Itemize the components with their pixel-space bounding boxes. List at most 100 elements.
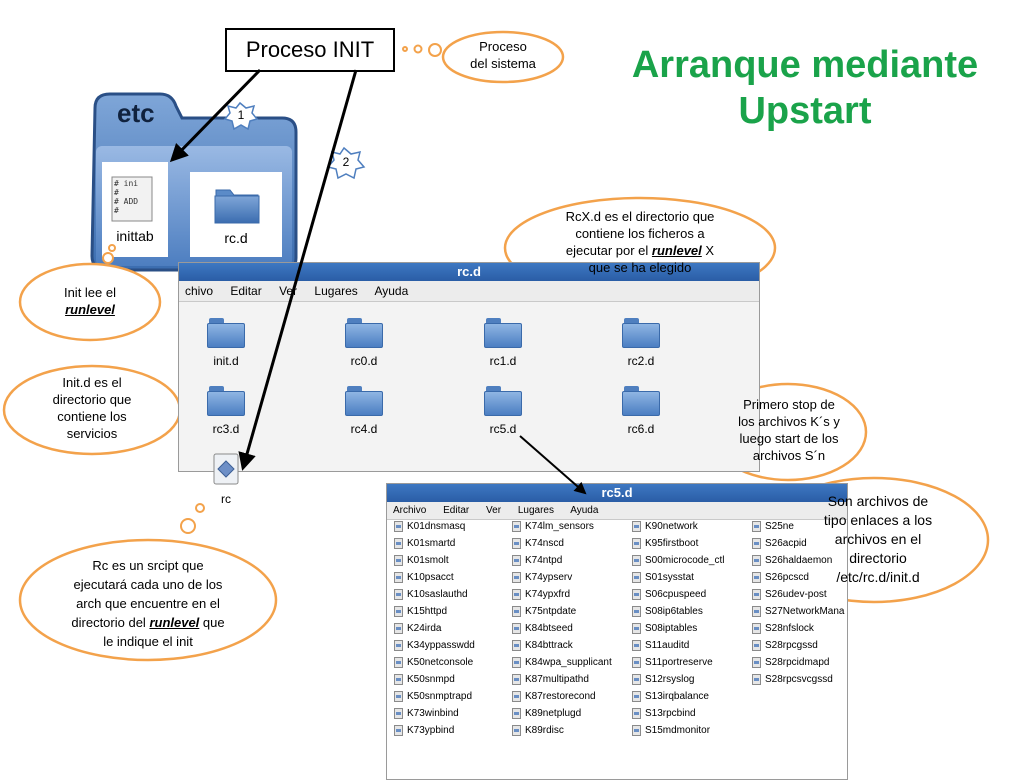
file-link-icon xyxy=(512,724,521,736)
menu-ayuda[interactable]: Ayuda xyxy=(374,284,409,298)
runlevel-emphasis: runlevel xyxy=(65,302,115,317)
inittab-label: inittab xyxy=(116,228,154,244)
rc5d-file-item[interactable]: K73winbind xyxy=(394,707,459,721)
rc5d-file-item[interactable]: S12rsyslog xyxy=(632,673,694,687)
rc5d-file-item[interactable]: S28rpcgssd xyxy=(752,639,818,653)
cloud-init-lee xyxy=(18,244,162,342)
rc5d-file-item[interactable]: K50snmpd xyxy=(394,673,455,687)
folder-label: rc1.d xyxy=(489,354,517,368)
rc5d-file-item[interactable]: S28nfslock xyxy=(752,622,814,636)
rc5d-file-item[interactable]: K01smartd xyxy=(394,537,455,551)
rc5d-file-item[interactable]: K84wpa_supplicant xyxy=(512,656,612,670)
file-link-icon xyxy=(752,673,761,685)
file-link-icon xyxy=(632,520,641,532)
rc5d-file-label: S00microcode_ctl xyxy=(645,555,725,566)
title-line-2: Upstart xyxy=(738,90,872,132)
cloud-line: que se ha elegido xyxy=(588,260,692,275)
menu-ver[interactable]: Ver xyxy=(486,505,502,516)
menu-archivo[interactable]: chivo xyxy=(185,284,214,298)
folder-rc0d[interactable]: rc0.d xyxy=(324,318,404,368)
rc5d-file-item[interactable]: K74lm_sensors xyxy=(512,520,594,534)
file-link-icon xyxy=(512,588,521,600)
cloud-line: luego start de los xyxy=(739,431,839,446)
menu-editar[interactable]: Editar xyxy=(443,505,470,516)
rc5d-file-item[interactable]: K84bttrack xyxy=(512,639,573,653)
rc5d-file-item[interactable]: K87restorecond xyxy=(512,690,596,704)
rc5d-file-item[interactable]: K73ypbind xyxy=(394,724,454,738)
rc5d-file-item[interactable]: S26acpid xyxy=(752,537,807,551)
rc5d-file-item[interactable]: S26pcscd xyxy=(752,571,809,585)
rc5d-file-item[interactable]: K74ypserv xyxy=(512,571,572,585)
script-file-icon xyxy=(213,453,239,485)
rc5d-file-item[interactable]: S13irqbalance xyxy=(632,690,709,704)
rc5d-file-item[interactable]: K50netconsole xyxy=(394,656,473,670)
file-link-icon xyxy=(512,622,521,634)
rc5d-file-item[interactable]: K89netplugd xyxy=(512,707,581,721)
cloud-span: X xyxy=(701,243,715,258)
rc5d-file-label: S28rpcidmapd xyxy=(765,657,830,668)
rc5d-file-item[interactable]: K01smolt xyxy=(394,554,449,568)
file-link-icon xyxy=(632,605,641,617)
menu-ver[interactable]: Ver xyxy=(279,284,298,298)
rc5d-file-item[interactable]: S13rpcbind xyxy=(632,707,696,721)
rc5d-file-item[interactable]: S28rpcsvcgssd xyxy=(752,673,833,687)
cloud-line: contiene los xyxy=(57,409,127,424)
rc5d-file-label: K89netplugd xyxy=(525,708,582,719)
rc5d-file-label: S26udev-post xyxy=(765,589,827,600)
rc5d-file-item[interactable]: K74ypxfrd xyxy=(512,588,570,602)
rc5d-file-item[interactable]: K74ntpd xyxy=(512,554,562,568)
rc5d-file-item[interactable]: K95firstboot xyxy=(632,537,698,551)
rc5d-file-item[interactable]: K24irda xyxy=(394,622,441,636)
folder-initd[interactable]: init.d xyxy=(186,318,266,368)
rc5d-file-item[interactable]: K34yppasswdd xyxy=(394,639,475,653)
rc5d-file-item[interactable]: S08ip6tables xyxy=(632,605,703,619)
file-link-icon xyxy=(512,707,521,719)
cloud-primero-text: Primero stop de los archivos K´s y luego… xyxy=(722,396,856,464)
file-link-icon xyxy=(752,571,761,583)
rc5d-file-item[interactable]: K84btseed xyxy=(512,622,573,636)
rc5d-file-item[interactable]: K15httpd xyxy=(394,605,447,619)
rc5d-file-item[interactable]: S00microcode_ctl xyxy=(632,554,724,568)
rc5d-file-item[interactable]: S06cpuspeed xyxy=(632,588,706,602)
folder-rc2d[interactable]: rc2.d xyxy=(601,318,681,368)
rc5d-file-item[interactable]: S26udev-post xyxy=(752,588,827,602)
rc5d-file-item[interactable]: S08iptables xyxy=(632,622,697,636)
rc5d-file-label: S11auditd xyxy=(645,640,690,651)
folder-rc5d[interactable]: rc5.d xyxy=(463,386,543,436)
menu-ayuda[interactable]: Ayuda xyxy=(570,505,599,516)
rc5d-file-item[interactable]: K74nscd xyxy=(512,537,564,551)
menu-archivo[interactable]: Archivo xyxy=(393,505,427,516)
file-link-icon xyxy=(512,520,521,532)
rc5d-file-item[interactable]: K75ntpdate xyxy=(512,605,576,619)
folder-rc3d[interactable]: rc3.d xyxy=(186,386,266,436)
rc5d-file-item[interactable]: S11auditd xyxy=(632,639,689,653)
rc5d-file-item[interactable]: S26haldaemon xyxy=(752,554,832,568)
cloud-line: Primero stop de xyxy=(743,397,835,412)
menu-lugares[interactable]: Lugares xyxy=(517,505,554,516)
file-rc[interactable]: rc xyxy=(186,452,266,506)
rc5d-file-item[interactable]: S01sysstat xyxy=(632,571,694,585)
rc5d-file-item[interactable]: S11portreserve xyxy=(632,656,713,670)
file-link-icon xyxy=(632,724,641,736)
rc5d-file-label: K50snmptrapd xyxy=(407,691,473,702)
folder-rc1d[interactable]: rc1.d xyxy=(463,318,543,368)
rc5d-file-item[interactable]: S28rpcidmapd xyxy=(752,656,829,670)
menu-lugares[interactable]: Lugares xyxy=(314,284,358,298)
file-link-icon xyxy=(752,554,761,566)
rc5d-file-item[interactable]: K10saslauthd xyxy=(394,588,468,602)
folder-rc6d[interactable]: rc6.d xyxy=(601,386,681,436)
rc5d-file-item[interactable]: K87multipathd xyxy=(512,673,589,687)
rc5d-file-item[interactable]: S15mdmonitor xyxy=(632,724,710,738)
rc5d-file-item[interactable]: K90network xyxy=(632,520,698,534)
folder-rc4d[interactable]: rc4.d xyxy=(324,386,404,436)
file-link-icon xyxy=(632,537,641,549)
rc5d-file-item[interactable]: K89rdisc xyxy=(512,724,564,738)
rc5d-file-item[interactable]: K10psacct xyxy=(394,571,454,585)
menu-editar[interactable]: Editar xyxy=(230,284,262,298)
rc5d-file-item[interactable]: S25ne xyxy=(752,520,794,534)
rc5d-file-item[interactable]: S27NetworkMana xyxy=(752,605,844,619)
file-link-icon xyxy=(394,656,403,668)
rc5d-file-item[interactable]: K50snmptrapd xyxy=(394,690,472,704)
step-badge-2-label: 2 xyxy=(342,155,350,169)
rc5d-file-item[interactable]: K01dnsmasq xyxy=(394,520,465,534)
